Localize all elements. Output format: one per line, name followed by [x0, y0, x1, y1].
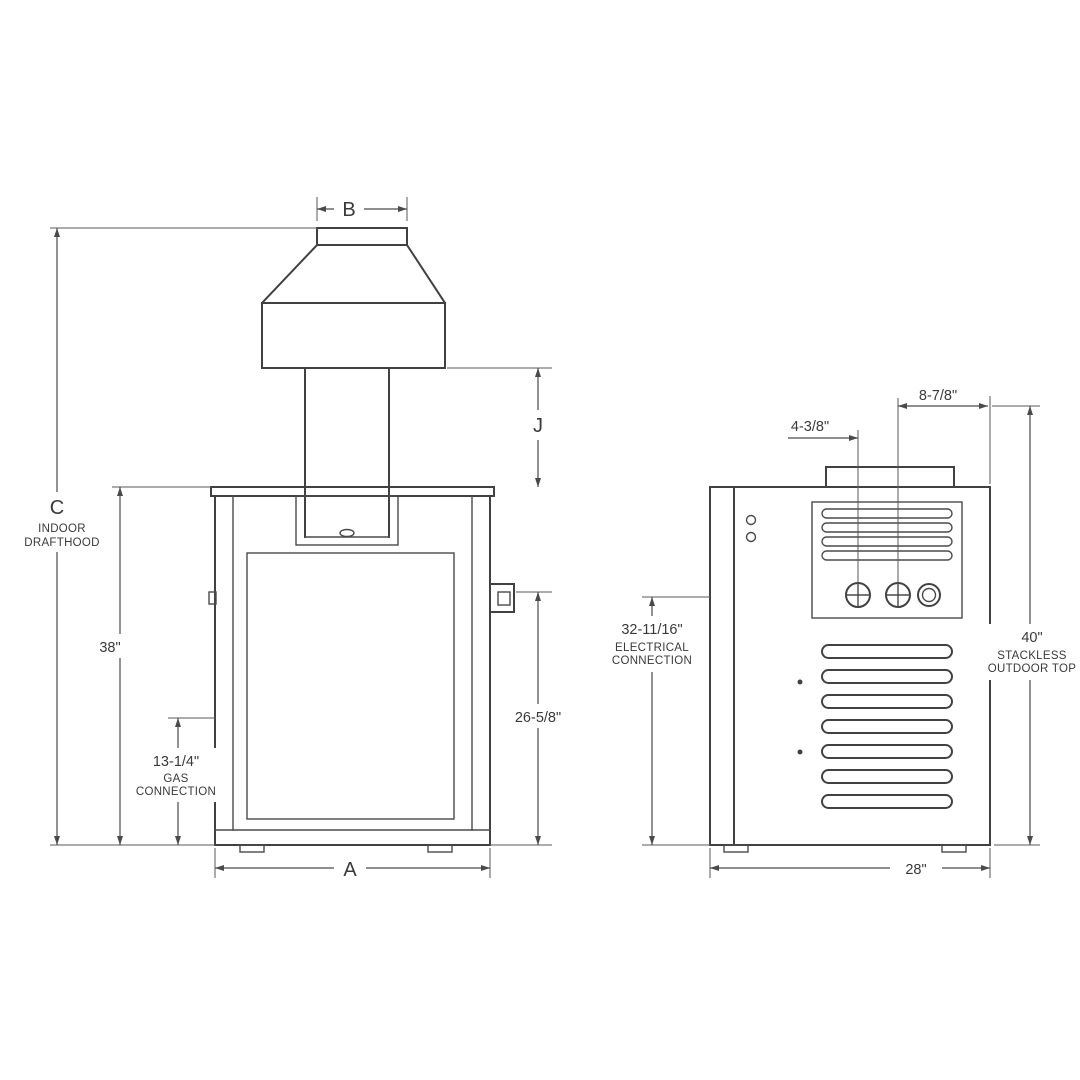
control-panel — [811, 501, 963, 619]
side-view — [709, 466, 991, 853]
front-view — [208, 227, 515, 853]
lower-louvers — [797, 644, 953, 809]
conduit-connector-3 — [917, 583, 941, 607]
gas-note-line2: CONNECTION — [136, 786, 216, 798]
elec-dim-label: 32-11/16" — [621, 622, 682, 638]
c-note-line2: DRAFTHOOD — [24, 537, 100, 549]
dim-label-26: 26-5/8" — [515, 710, 561, 726]
conduit-connector-1 — [845, 582, 871, 608]
gas-note-line1: GAS — [163, 773, 188, 785]
gas-dim-label: 13-1/4" — [153, 754, 199, 770]
drafthood-cap — [316, 227, 408, 246]
conduit-connector-2 — [885, 582, 911, 608]
drafthood-body — [260, 243, 447, 369]
elec-note-line2: CONNECTION — [612, 655, 692, 667]
flue-pipe — [304, 367, 390, 538]
dim-label-8-7-8: 8-7/8" — [919, 388, 957, 404]
c-note-line1: INDOOR — [38, 523, 86, 535]
dim-label-j: J — [533, 415, 543, 437]
front-cabinet — [208, 486, 495, 853]
dim-label-b: B — [342, 199, 355, 221]
dim-label-38: 38" — [99, 640, 120, 656]
dimension-labels: B C INDOOR DRAFTHOOD 38" 13-1/4" GAS CON… — [12, 197, 1078, 882]
elec-note-line1: ELECTRICAL — [615, 642, 689, 654]
dim-label-a: A — [343, 859, 357, 881]
dim-label-28: 28" — [905, 862, 926, 878]
top-note-line2: OUTDOOR TOP — [988, 663, 1077, 675]
pressure-switch — [489, 583, 515, 613]
dim-label-4-3-8: 4-3/8" — [791, 419, 829, 435]
top-dim-label: 40" — [1021, 630, 1042, 646]
dim-label-c: C — [50, 497, 64, 519]
top-note-line1: STACKLESS — [997, 650, 1067, 662]
